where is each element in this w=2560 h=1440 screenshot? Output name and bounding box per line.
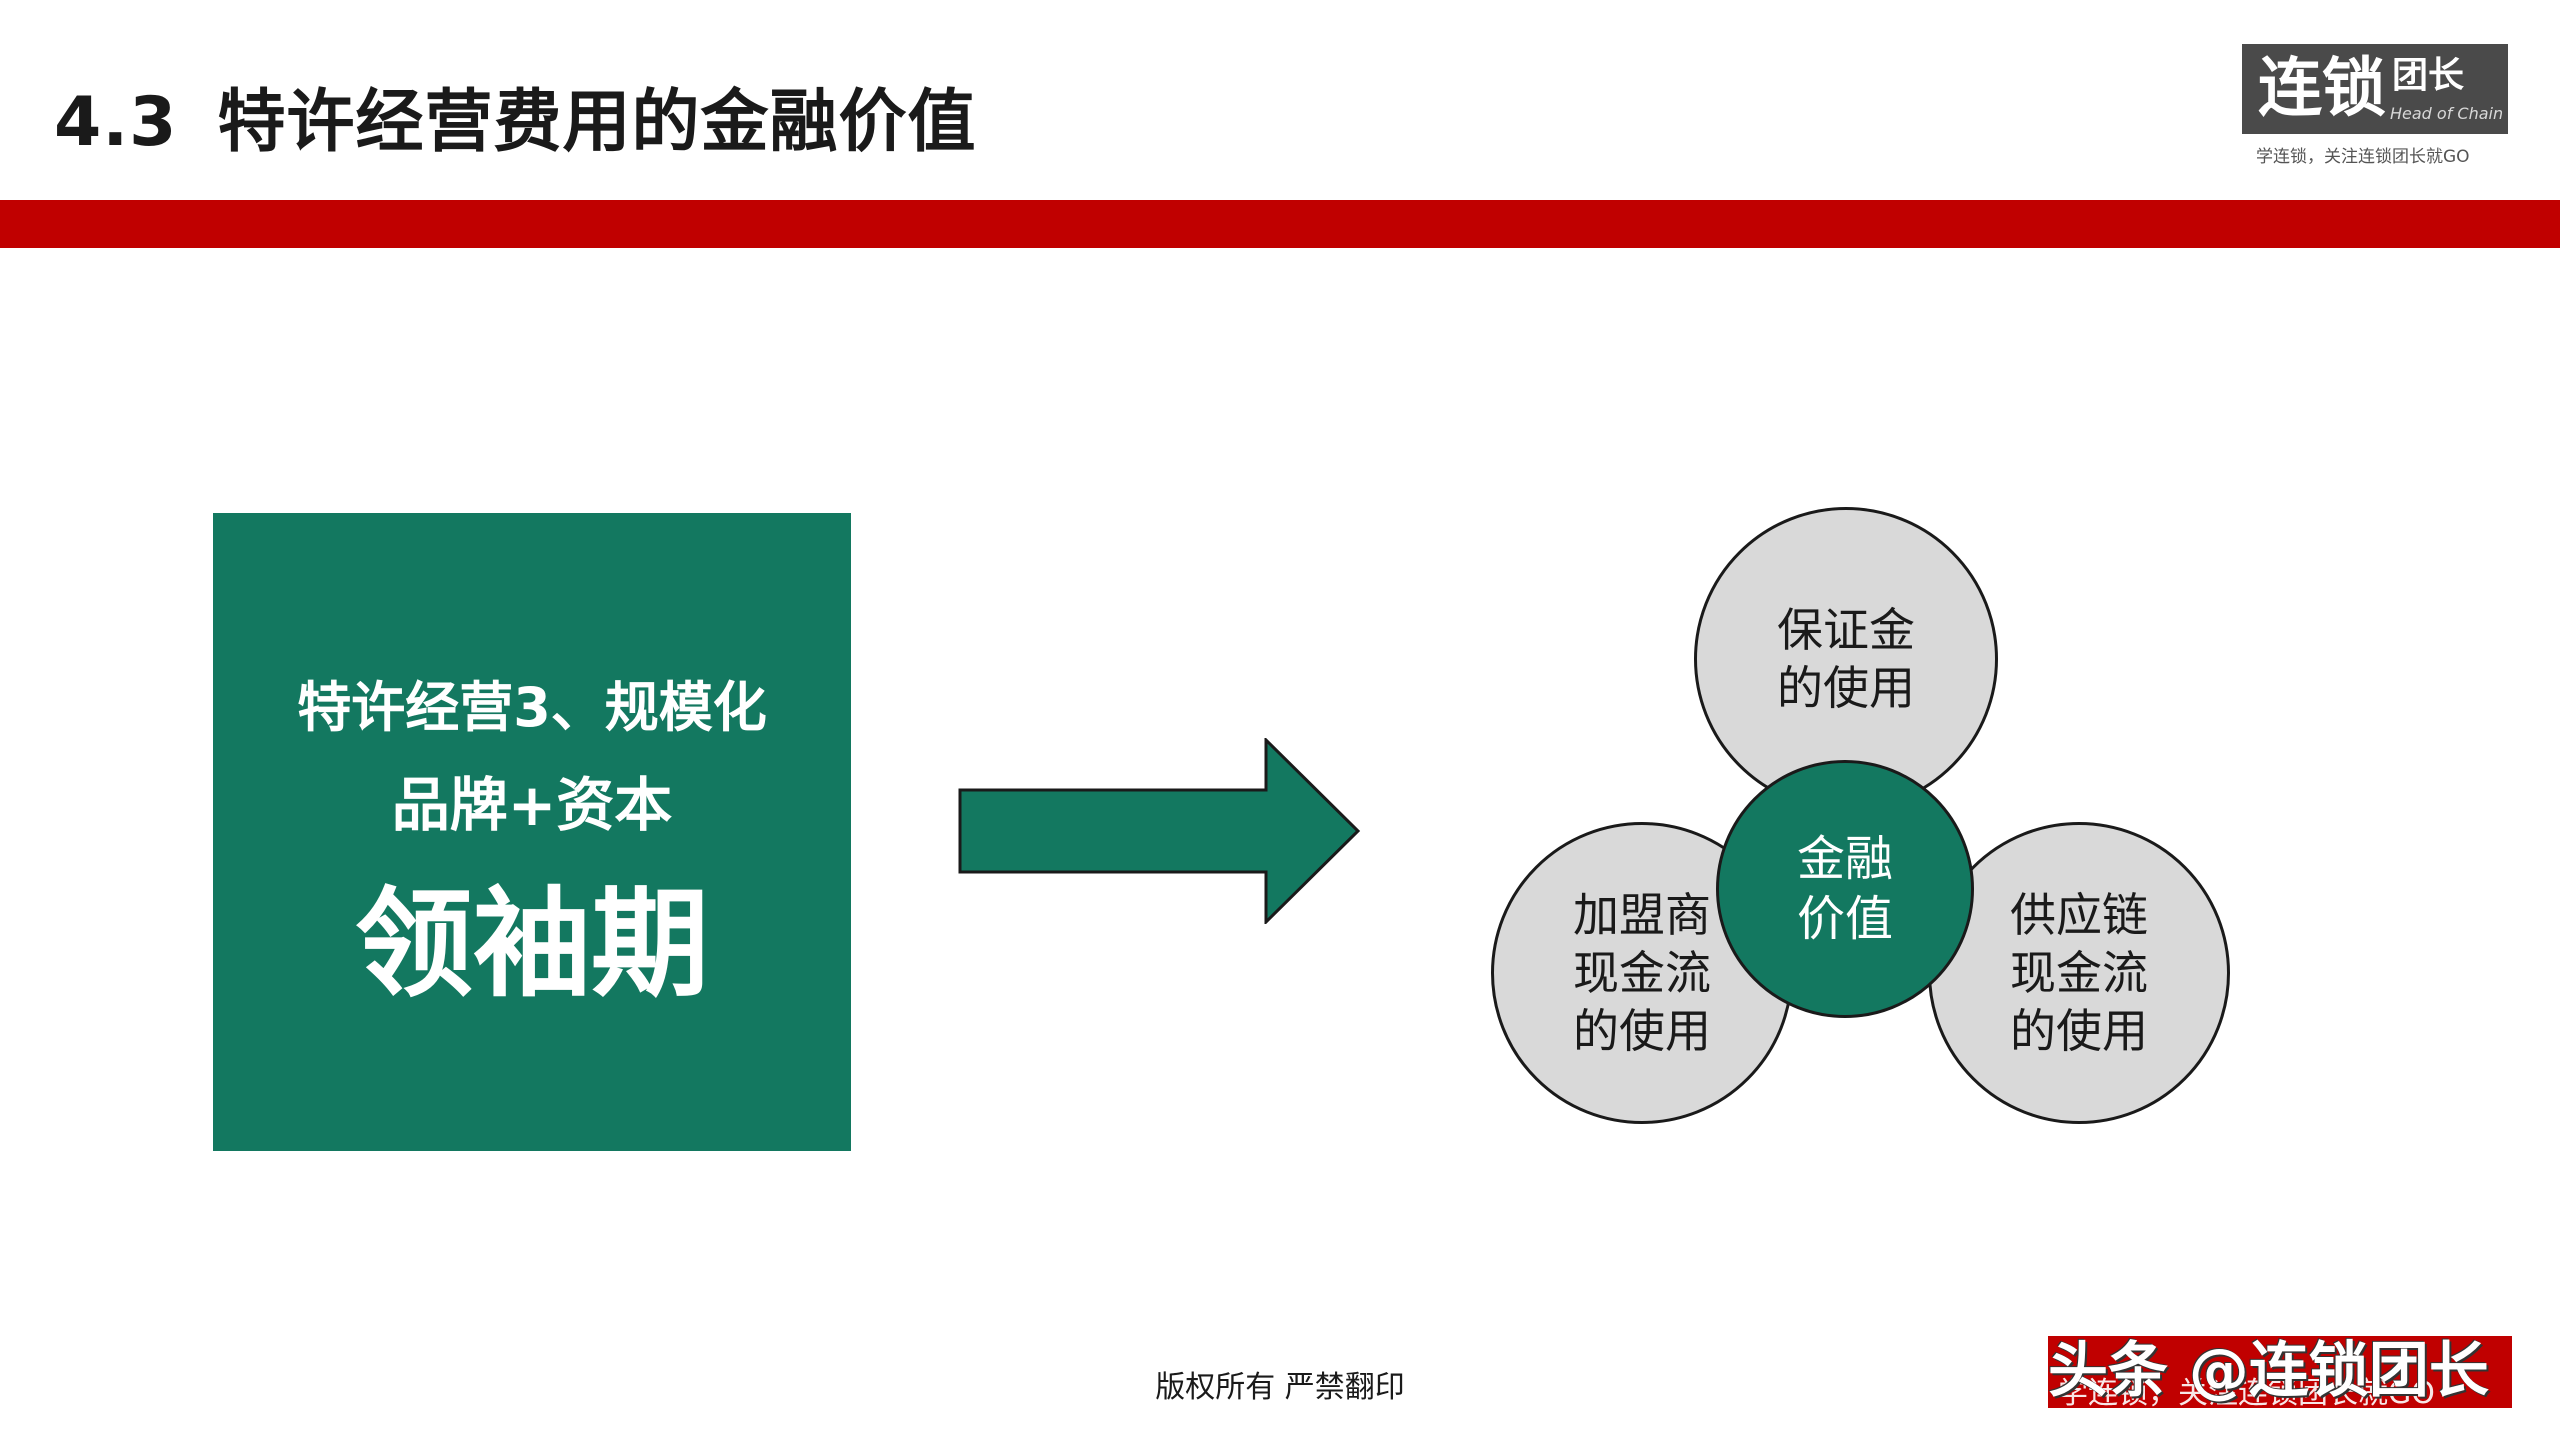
circle-financial-value-label: 金融 价值 [1796, 831, 1893, 947]
circle-supply-chain-cashflow: 供应链 现金流 的使用 [1928, 822, 2230, 1124]
watermark-text: 头条 @连锁团长 [2048, 1336, 2489, 1406]
brand-logo: 连锁 团长 Head of Chain [2242, 44, 2508, 134]
stage-box-line2: 品牌+资本 [391, 771, 673, 839]
header-divider-band [0, 200, 2560, 248]
page-title: 4.3 特许经营费用的金融价值 [54, 66, 976, 165]
logo-main-text: 连锁 [2258, 52, 2386, 126]
copyright-footer: 版权所有 严禁翻印 [1155, 1370, 1405, 1405]
stage-box: 特许经营3、规模化 品牌+资本 领袖期 [213, 513, 851, 1151]
stage-box-line1: 特许经营3、规模化 [297, 676, 767, 739]
logo-sub-text: 团长 [2392, 55, 2465, 96]
circle-financial-value: 金融 价值 [1716, 760, 1974, 1018]
circle-deposit-use-label: 保证金 的使用 [1777, 603, 1915, 715]
section-number: 4.3 [54, 83, 178, 162]
right-arrow-icon [958, 738, 1361, 924]
section-title: 特许经营费用的金融价值 [217, 83, 977, 162]
watermark-badge: 学连锁，关注连锁团长就GO 头条 @连锁团长 [2048, 1336, 2512, 1408]
circle-supply-chain-cashflow-label: 供应链 现金流 的使用 [2010, 888, 2148, 1058]
circle-franchisee-cashflow-label: 加盟商 现金流 的使用 [1573, 888, 1711, 1058]
logo-english-text: Head of Chain [2390, 104, 2504, 123]
watermark-tagline: 学连锁，关注连锁团长就GO [2058, 1376, 2435, 1408]
stage-box-line3: 领袖期 [354, 875, 709, 1013]
logo-tagline: 学连锁，关注连锁团长就GO [2256, 147, 2470, 167]
